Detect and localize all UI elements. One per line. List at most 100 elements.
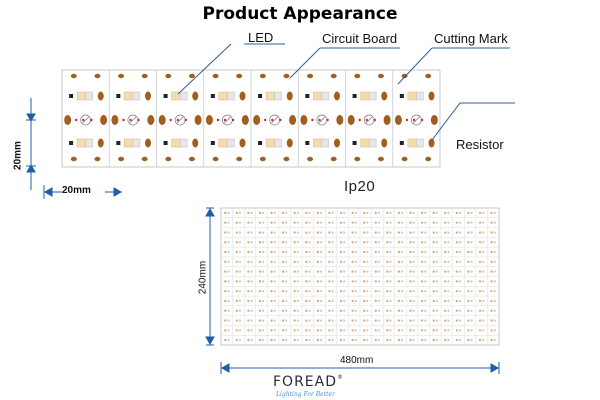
- panel-led: [389, 309, 392, 312]
- led-chip: [416, 138, 424, 148]
- panel-led: [401, 280, 404, 283]
- panel-led: [482, 260, 485, 263]
- solder-pad: [300, 115, 308, 125]
- panel-led: [282, 211, 285, 214]
- component-dot: [223, 118, 227, 122]
- panel-led: [409, 339, 412, 342]
- panel-led: [270, 319, 273, 322]
- strip-width-dimension: 20mm: [62, 185, 91, 196]
- panel-led: [308, 309, 311, 312]
- panel-led: [354, 290, 357, 293]
- panel-led: [258, 270, 262, 273]
- panel-led: [343, 250, 346, 254]
- resistor: [163, 94, 168, 98]
- led-chip: [265, 91, 276, 101]
- panel-led: [235, 250, 238, 254]
- panel-led: [339, 211, 343, 214]
- panel-led: [328, 329, 331, 332]
- panel-led: [458, 231, 462, 234]
- panel-led: [397, 299, 401, 303]
- panel-led: [293, 290, 296, 293]
- panel-led: [401, 221, 404, 224]
- panel-led: [285, 241, 288, 244]
- panel-led: [435, 290, 438, 293]
- panel-led: [351, 260, 354, 263]
- panel-led: [227, 309, 230, 312]
- panel-led: [458, 211, 462, 214]
- copper-pad: [144, 91, 151, 101]
- panel-led: [282, 221, 285, 224]
- component-dot: [365, 118, 368, 122]
- panel-led: [227, 339, 230, 342]
- panel-led: [444, 211, 447, 214]
- panel-led: [458, 260, 462, 263]
- panel-led: [421, 319, 424, 322]
- panel-led: [293, 260, 296, 263]
- panel-led: [386, 329, 389, 332]
- component-dot: [373, 118, 376, 122]
- panel-led: [455, 270, 458, 273]
- panel-led: [424, 329, 427, 332]
- panel-led: [273, 221, 276, 224]
- copper-pad: [286, 138, 293, 148]
- resistor: [399, 94, 404, 98]
- panel-led: [493, 231, 496, 234]
- panel-led: [421, 280, 424, 283]
- panel-led: [319, 231, 323, 234]
- solder-pad: [253, 115, 261, 125]
- circuit-callout-leader: [289, 47, 321, 79]
- panel-led: [305, 231, 308, 234]
- panel-led: [432, 299, 435, 303]
- panel-led: [247, 211, 250, 214]
- panel-led: [455, 329, 458, 332]
- panel-led: [401, 260, 404, 263]
- panel-led: [401, 270, 404, 273]
- panel-led: [421, 299, 424, 303]
- component-dot: [311, 118, 314, 122]
- panel-led: [282, 250, 285, 254]
- panel-led: [235, 299, 238, 303]
- ip-rating-label: Ip20: [344, 178, 376, 195]
- panel-led: [273, 329, 276, 332]
- panel-led: [455, 280, 458, 283]
- panel-led: [470, 250, 473, 254]
- panel-width-arrow-left: [220, 363, 230, 373]
- panel-led: [389, 211, 392, 214]
- panel-led: [389, 319, 392, 322]
- panel-led: [363, 309, 366, 312]
- panel-led: [235, 290, 238, 293]
- panel-led: [285, 329, 288, 332]
- panel-led: [319, 270, 323, 273]
- panel-led: [305, 329, 308, 332]
- panel-led: [363, 260, 366, 263]
- panel-led: [238, 280, 242, 283]
- copper-pad: [286, 91, 293, 101]
- panel-led: [377, 329, 381, 332]
- panel-led: [490, 250, 493, 254]
- panel-led: [386, 250, 389, 254]
- component-dot: [129, 118, 132, 122]
- panel-led: [377, 241, 381, 244]
- panel-led: [296, 339, 299, 342]
- panel-led: [493, 250, 496, 254]
- panel-led: [319, 260, 323, 263]
- panel-led: [319, 221, 323, 224]
- panel-led: [262, 290, 265, 293]
- panel-led: [351, 270, 354, 273]
- panel-led: [319, 241, 323, 244]
- panel-led: [258, 280, 262, 283]
- panel-led: [401, 241, 404, 244]
- panel-led: [377, 339, 381, 342]
- panel-led: [354, 260, 357, 263]
- panel-led: [493, 299, 496, 303]
- panel-led: [247, 241, 250, 244]
- panel-led: [258, 231, 262, 234]
- panel-led: [447, 319, 450, 322]
- panel-led: [238, 250, 242, 254]
- panel-led: [447, 250, 450, 254]
- panel-led: [490, 319, 493, 322]
- panel-led: [250, 319, 253, 322]
- panel-led: [444, 221, 447, 224]
- panel-led: [247, 250, 250, 254]
- led-chip: [360, 138, 370, 148]
